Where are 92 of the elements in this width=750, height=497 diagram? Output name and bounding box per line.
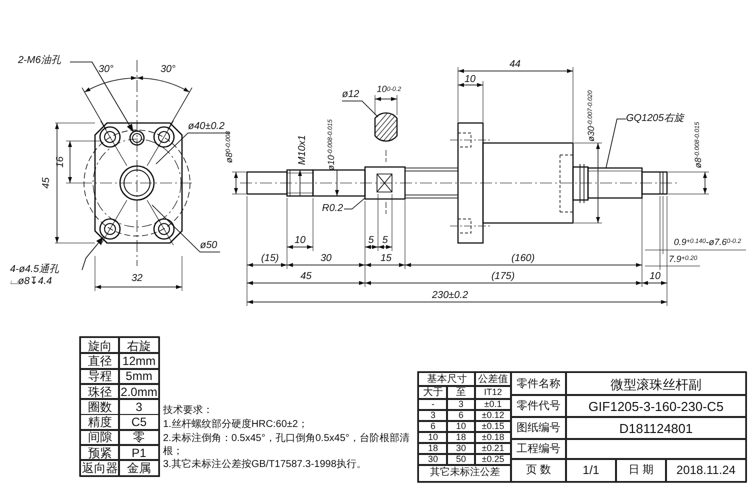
table-cell: 返向器 bbox=[80, 459, 120, 477]
table-cell: 基本尺寸 bbox=[418, 372, 476, 387]
shaft-section-drawing bbox=[374, 112, 398, 142]
dimension-text: 32 bbox=[130, 273, 144, 285]
table-cell: ±0.18 bbox=[474, 431, 512, 444]
table-cell: 旋向 bbox=[80, 337, 120, 354]
table-cell: 直径 bbox=[80, 352, 120, 370]
dimension-text: 10 bbox=[648, 271, 662, 283]
dimension-text: 45 bbox=[41, 176, 53, 191]
table-cell: 工程编号 bbox=[510, 438, 567, 460]
table-cell: 18 bbox=[446, 431, 476, 444]
table-cell: 30 bbox=[418, 453, 448, 466]
table-cell: ±0.15 bbox=[474, 420, 512, 433]
table-cell: 5mm bbox=[118, 368, 160, 385]
table-cell: 右旋 bbox=[118, 337, 160, 354]
table-cell: 大于 bbox=[418, 385, 448, 400]
table-cell: 3 bbox=[118, 398, 160, 416]
table-cell: ±0.21 bbox=[474, 442, 512, 455]
table-cell: 6 bbox=[446, 409, 476, 422]
leader-line bbox=[342, 100, 378, 118]
table-cell: C5 bbox=[118, 414, 160, 431]
table-cell: 预紧 bbox=[80, 444, 120, 462]
table-cell: 1/1 bbox=[565, 458, 617, 482]
table-cell: 页 数 bbox=[510, 458, 567, 482]
table-cell: 3 bbox=[446, 398, 476, 411]
table-cell: 零件名称 bbox=[510, 372, 567, 396]
callout-label: 4-ø4.5通孔 ⌴ø8↧4.4 bbox=[10, 264, 82, 290]
dimension-text: 44 bbox=[508, 59, 522, 71]
table-cell: 2.0mm bbox=[118, 382, 160, 400]
table-cell: 金属 bbox=[118, 459, 160, 477]
table-cell: 零 bbox=[118, 428, 160, 446]
table-cell: - bbox=[418, 398, 448, 411]
leader-line bbox=[152, 204, 220, 252]
hole-circle bbox=[99, 218, 121, 240]
dimension-text: 45 bbox=[299, 271, 313, 283]
dimension-text: 30° bbox=[159, 64, 177, 76]
dimension-text: 5 bbox=[367, 235, 375, 247]
dimension-text: 15 bbox=[379, 253, 393, 265]
table-cell: 其它未标注公差 bbox=[418, 464, 512, 482]
dimension-text: 16 bbox=[55, 155, 67, 170]
dimension-text: (175) bbox=[490, 271, 516, 283]
table-cell: ±0.12 bbox=[474, 409, 512, 422]
table-cell: 10 bbox=[418, 431, 448, 444]
dimension-text: 5 bbox=[381, 235, 389, 247]
table-cell: 导程 bbox=[80, 368, 120, 385]
table-cell: 6 bbox=[418, 420, 448, 433]
table-cell: 零件代号 bbox=[510, 394, 567, 418]
note-text: 技术要求： bbox=[163, 404, 214, 417]
callout-label: ø50 bbox=[200, 240, 220, 252]
table-cell: ±0.25 bbox=[474, 453, 512, 466]
dimension-text: M10x1 bbox=[297, 134, 309, 166]
callout-label: R0.2 bbox=[322, 203, 344, 215]
table-cell: 18 bbox=[418, 442, 448, 455]
callout-label: GQ1205右旋 bbox=[626, 113, 684, 126]
table-cell: IT12 bbox=[474, 385, 512, 400]
table-cell: 微型滚珠丝杆副 bbox=[565, 372, 747, 396]
callout-label: ø12 bbox=[342, 89, 362, 101]
note-text: 2.未标注倒角：0.5x45°，孔口倒角0.5x45°，台阶根部清根； bbox=[163, 432, 410, 458]
hole-circle bbox=[129, 130, 145, 146]
callout-label: 2-M6油孔 bbox=[18, 55, 70, 68]
note-text: 3.其它未标注公差按GB/T17587.3-1998执行。 bbox=[163, 458, 368, 471]
table-cell: 2018.11.24 bbox=[665, 458, 747, 482]
table-cell: 珠径 bbox=[80, 382, 120, 400]
dimension-text: 30° bbox=[97, 64, 115, 76]
table-cell: 10 bbox=[446, 420, 476, 433]
dimension-text: (160) bbox=[510, 253, 536, 265]
table-cell: 图纸编号 bbox=[510, 416, 567, 440]
leader-line bbox=[606, 118, 626, 168]
table-cell: GIF1205-3-160-230-C5 bbox=[565, 394, 747, 418]
leader-line bbox=[344, 198, 366, 210]
table-cell: 公差值 bbox=[474, 372, 512, 387]
leader-line bbox=[70, 62, 134, 132]
table-cell: D181124801 bbox=[565, 416, 747, 440]
table-cell: 精度 bbox=[80, 414, 120, 431]
dimension-text: 30 bbox=[319, 253, 333, 265]
table-cell: ±0.1 bbox=[474, 398, 512, 411]
note-text: 1.丝杆螺纹部分硬度HRC:60±2； bbox=[163, 418, 309, 431]
table-cell: 日 期 bbox=[615, 458, 667, 482]
table-cell: 12mm bbox=[118, 352, 160, 370]
table-cell: 圈数 bbox=[80, 398, 120, 416]
table-cell: 30 bbox=[446, 442, 476, 455]
table-cell: 间隙 bbox=[80, 428, 120, 446]
table-cell: 3 bbox=[418, 409, 448, 422]
dimension-text: 10 bbox=[463, 74, 477, 86]
dimension-text: 230±0.2 bbox=[430, 290, 470, 302]
table-cell: P1 bbox=[118, 444, 160, 462]
table-cell: 50 bbox=[446, 453, 476, 466]
table-cell: 至 bbox=[446, 385, 476, 400]
leader-line bbox=[82, 236, 104, 270]
dimension-text: 10 bbox=[293, 235, 307, 247]
dimension-text: (15) bbox=[260, 253, 280, 265]
leader-line bbox=[156, 132, 230, 164]
